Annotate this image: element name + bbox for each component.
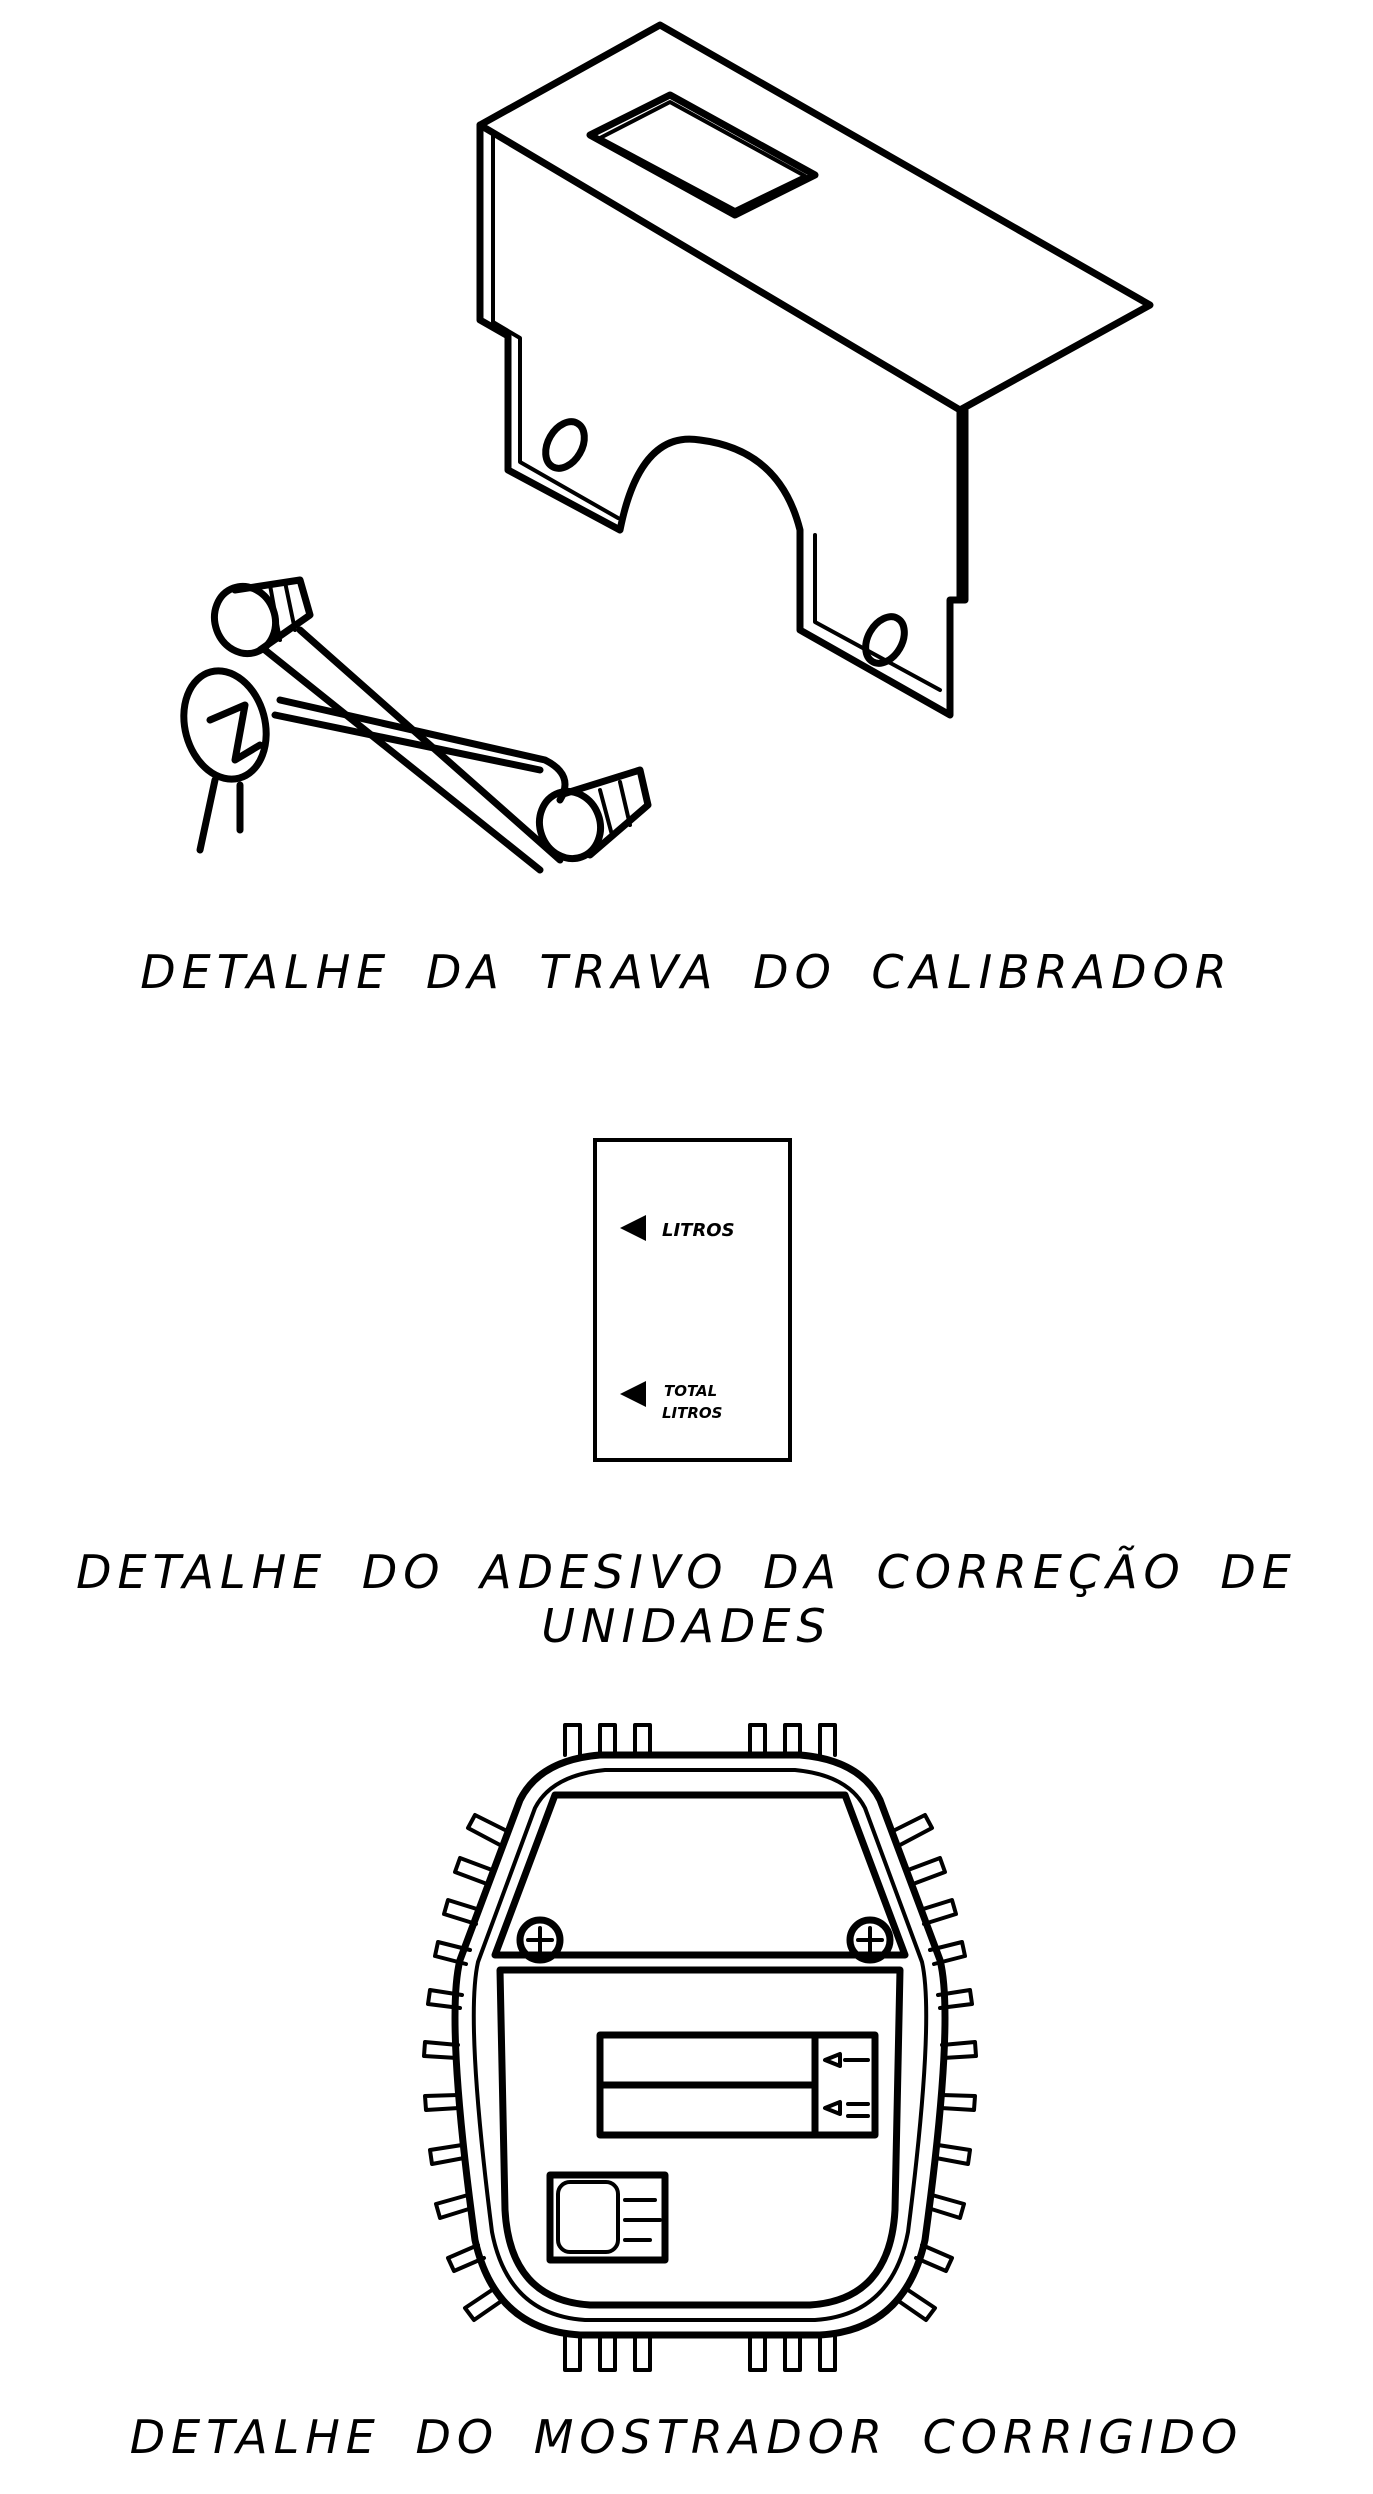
logo-badge: [546, 2171, 669, 2264]
sticker-arrow-litros: [620, 1215, 646, 1241]
bracket: [476, 21, 1154, 719]
caption-corrected-display: DETALHE DO MOSTRADOR CORRIGIDO: [129, 2410, 1244, 2464]
sticker-label-litros: LITROS: [662, 1220, 735, 1241]
bracket-hole-left: [542, 418, 588, 472]
sticker-outline: [593, 1138, 792, 1462]
screw-right-icon: [846, 1916, 894, 1964]
display-housing: [451, 1751, 949, 2339]
lock-wire-with-bolts: [180, 576, 652, 874]
bracket-hole-right: [862, 613, 908, 667]
calibrator-lock-drawing: [180, 21, 1154, 874]
caption-unit-sticker: DETALHE DO ADESIVO DA CORREÇÃO DE UNIDAD…: [76, 1545, 1297, 1653]
unit-sticker-drawing: LITROS TOTAL LITROS: [593, 1138, 792, 1462]
caption-calibrator-lock: DETALHE DA TRAVA DO CALIBRADOR: [140, 945, 1233, 999]
display-fins: [422, 1723, 978, 2372]
sticker-arrow-total: [620, 1381, 646, 1407]
sticker-label-total-litros: LITROS: [662, 1404, 722, 1422]
screw-left-icon: [516, 1916, 564, 1964]
sticker-label-total: TOTAL: [664, 1382, 717, 1400]
